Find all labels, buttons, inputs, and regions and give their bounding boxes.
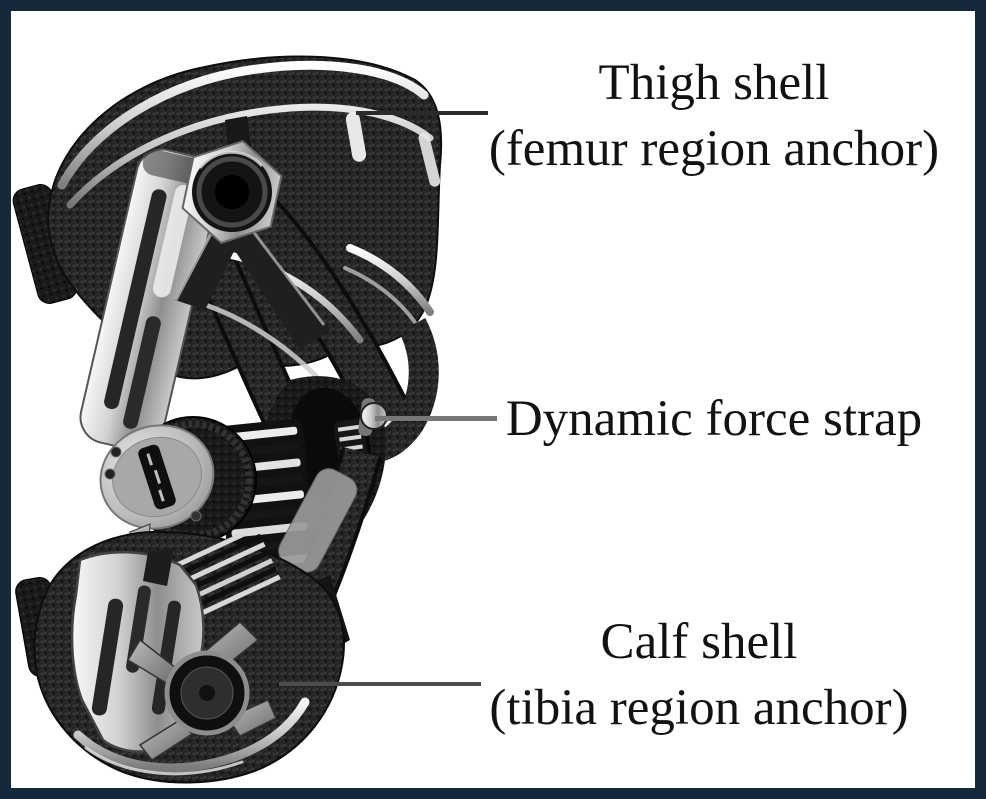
thigh-leader-line xyxy=(356,111,488,115)
thigh-shell-label: Thigh shell (femur region anchor) xyxy=(451,50,975,182)
calf-shell-label-subtitle: (tibia region anchor) xyxy=(489,680,909,736)
calf-shell-label: Calf shell (tibia region anchor) xyxy=(436,609,962,741)
calf-leader-line xyxy=(279,682,481,686)
force-strap-label: Dynamic force strap xyxy=(451,386,975,452)
thigh-upright-bar xyxy=(79,148,221,452)
force-strap-leader-line xyxy=(375,416,497,421)
calf-shell xyxy=(33,525,345,784)
thigh-shell-label-subtitle: (femur region anchor) xyxy=(488,121,940,177)
thigh-shell-label-title: Thigh shell xyxy=(598,55,830,111)
thigh-hinge-knob xyxy=(174,116,330,350)
knee-brace-photo xyxy=(12,55,443,784)
calf-shell-label-title: Calf shell xyxy=(600,614,798,670)
force-strap-label-title: Dynamic force strap xyxy=(505,391,923,447)
